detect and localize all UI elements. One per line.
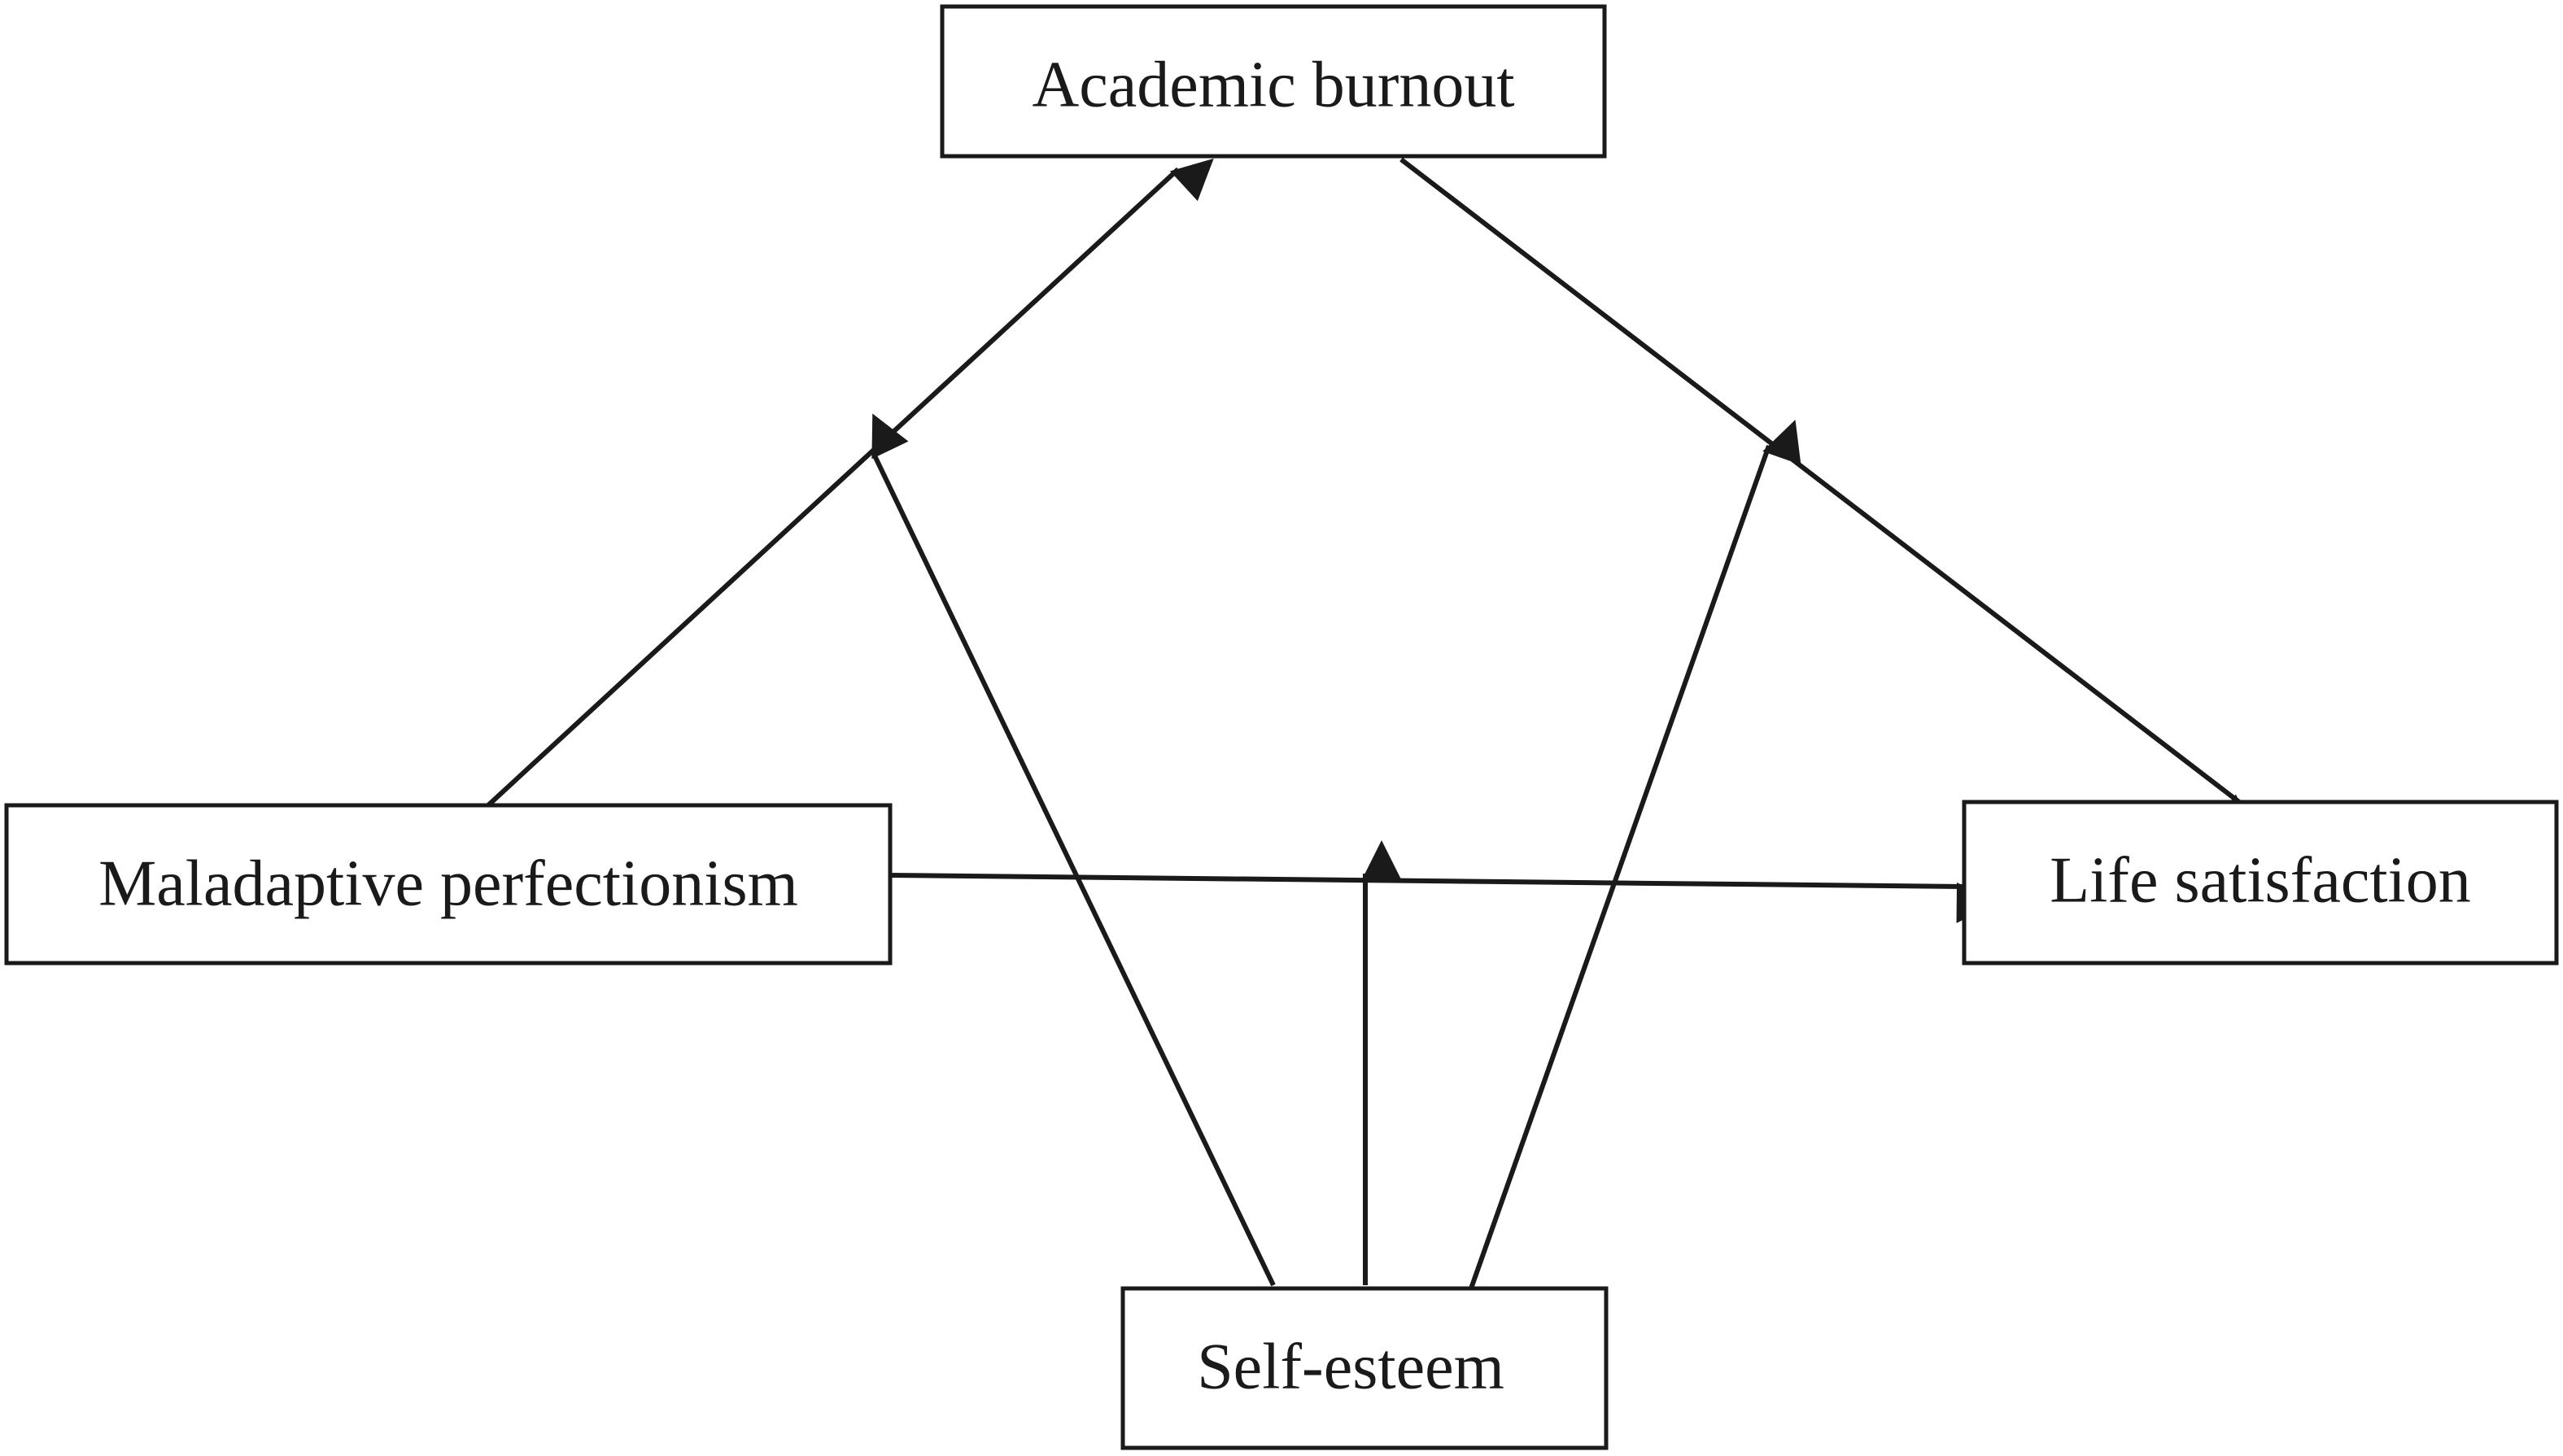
node-label-maladaptive-perfectionism: Maladaptive perfectionism [98,848,798,919]
node-label-academic-burnout: Academic burnout [1032,49,1514,120]
arrow-burnout-to-satisfaction [1399,157,2256,835]
node-academic-burnout: Academic burnout [940,4,1607,159]
arrow-esteem-to-path-b [1469,420,1801,1289]
node-label-self-esteem: Self-esteem [1197,1331,1504,1402]
node-maladaptive-perfectionism: Maladaptive perfectionism [4,803,893,966]
arrow-perfectionism-to-satisfaction [889,873,1998,923]
arrow-perfectionism-to-burnout [486,158,1214,808]
node-life-satisfaction: Life satisfaction [1962,800,2559,966]
node-label-life-satisfaction: Life satisfaction [2050,844,2471,916]
node-self-esteem: Self-esteem [1120,1286,1609,1450]
arrow-esteem-to-path-a [870,413,1276,1287]
